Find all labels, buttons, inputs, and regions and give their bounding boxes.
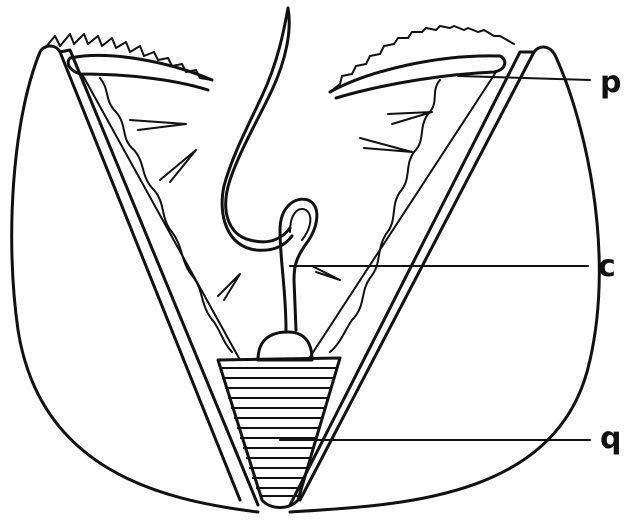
label-q: q: [600, 421, 621, 456]
left-spine-2: [160, 150, 196, 182]
left-cotyledon-inner: [82, 74, 240, 360]
right-fringe: [330, 26, 514, 92]
label-c: c: [598, 249, 616, 284]
endosperm-outline: [218, 358, 340, 508]
left-spine-1: [130, 120, 186, 130]
left-spine-3: [218, 274, 240, 300]
right-spine-3: [312, 266, 340, 280]
endosperm-hatching: [220, 368, 338, 496]
left-inner-coat: [60, 50, 258, 505]
left-outer-coat: [12, 46, 258, 512]
right-wavy-margin: [330, 80, 440, 352]
right-spine-2: [360, 138, 412, 152]
right-cotyledon-inner: [308, 72, 496, 360]
leader-line-p: [458, 76, 590, 80]
embryo-knob: [258, 332, 312, 360]
label-p: p: [600, 65, 621, 100]
left-cotyledon: [68, 55, 212, 90]
